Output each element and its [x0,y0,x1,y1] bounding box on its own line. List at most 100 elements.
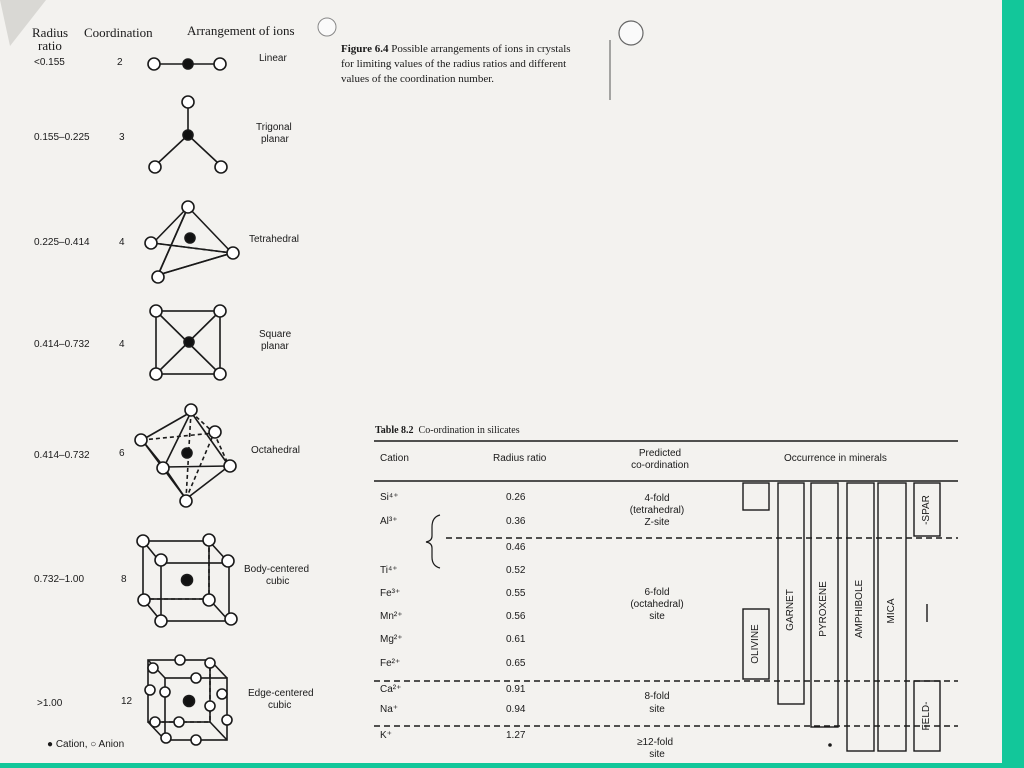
site-6fold-2: (octahedral) [630,599,684,610]
site-4fold-1: 4-fold [644,493,670,504]
site-12fold-1: ≥12-fold [636,737,674,748]
ratio-fe3: 0.55 [506,588,526,599]
ratio-ca: 0.91 [506,684,526,695]
ratio-row-4: 0.414–0.732 [34,339,90,350]
mineral-feld: FELD- [921,701,932,731]
ratio-mg: 0.61 [506,634,526,645]
square-planar-diagram [149,304,227,381]
site-6fold-3: site [649,611,665,622]
olivine-top-box [742,482,770,511]
shape-name-ecc-1: Edge-centered [248,688,314,699]
decor-lines [0,0,644,100]
header-occurrence: Occurrence in minerals [784,453,887,464]
page-corner-fold [0,0,46,46]
header-predicted-1: Predicted [638,448,682,459]
coord-row-3: 4 [119,237,125,248]
shape-name-trigonal-1: Trigonal [256,122,292,133]
ratio-row-7: >1.00 [37,698,63,709]
trigonal-planar-diagram [148,95,228,174]
mineral-spar: -SPAR [921,495,932,525]
cation-ca: Ca²⁺ [380,684,402,695]
shape-name-linear: Linear [259,53,287,64]
mineral-garnet: GARNET [785,589,796,631]
ratio-al: 0.36 [506,516,526,527]
cation-al: Al³⁺ [380,516,398,527]
site-6fold-1: 6-fold [644,587,670,598]
site-4fold-3: Z-site [644,517,670,528]
cation-fe3: Fe³⁺ [380,588,401,599]
shape-name-bcc-1: Body-centered [244,564,310,575]
header-arrangement: Arrangement of ions [187,23,295,38]
coord-row-1: 2 [117,57,123,68]
ratio-row-5: 0.414–0.732 [34,450,90,461]
site-8fold-2: site [649,704,665,715]
figure-caption-text-1: Possible arrangements of ions in crystal… [391,43,571,55]
feld-box [913,680,941,752]
mineral-amphibole: AMPHIBOLE [854,579,865,639]
shape-name-bcc-2: cubic [266,576,290,587]
punch-hole-icon [618,20,644,46]
cation-fe2: Fe²⁺ [380,658,401,669]
shape-name-square-1: Square [259,329,292,340]
cation-ti: Ti⁴⁺ [380,565,398,576]
table-title-text: Co-ordination in silicates [418,425,520,436]
site-4fold-2: (tetrahedral) [629,505,685,516]
cation-k: K⁺ [380,730,392,741]
garnet-box [777,482,805,705]
punch-hole-icon-2 [317,17,337,37]
body-centered-cubic-diagram [136,533,238,628]
ratio-ti: 0.52 [506,565,526,576]
spar-box [913,482,941,537]
table-title-label: Table 8.2 [375,425,414,436]
figure-caption-line-2: for limiting values of the radius ratios… [341,58,567,70]
coord-row-7: 12 [121,696,133,707]
shape-name-tetrahedral: Tetrahedral [249,234,300,245]
edge-centered-cubic-diagram [144,654,233,746]
tetrahedral-diagram [144,200,240,284]
table-title: Table 8.2 Co-ordination in silicates [375,426,520,436]
site-12fold-2: site [649,749,665,760]
ratio-row-2: 0.155–0.225 [34,132,90,143]
scanned-page [0,0,1002,763]
shape-name-trigonal-2: planar [261,134,289,145]
linear-diagram [147,57,227,71]
cation-mg: Mg²⁺ [380,634,403,645]
ratio-row-6: 0.732–1.00 [34,574,85,585]
mineral-olivine: OLIVINE [750,624,761,664]
cation-si: Si⁴⁺ [380,492,399,503]
cation-mn: Mn²⁺ [380,611,403,622]
mica-box [877,482,907,752]
figure-caption-line-3: values of the coordination number. [341,73,495,85]
header-predicted-2: co-ordination [631,460,689,471]
figure-caption-label: Figure 6.4 [341,43,389,55]
olivine-box [742,608,770,680]
coord-row-6: 8 [121,574,127,585]
header-radius: Radius [32,25,69,40]
mineral-pyroxene: PYROXENE [818,581,829,637]
pyroxene-box [810,482,839,728]
ratio-k: 1.27 [506,730,526,741]
table-rules [374,440,958,752]
coord-row-5: 6 [119,448,125,459]
cation-na: Na⁺ [380,704,399,715]
ratio-al-octa: 0.46 [506,542,526,553]
page-border-right [1002,0,1024,768]
header-cation: Cation [380,453,409,464]
mineral-mica: MICA [886,598,897,624]
figure-caption-line-1: Figure 6.4 Possible arrangements of ions… [341,44,571,55]
shape-name-octahedral: Octahedral [251,445,300,456]
ratio-na: 0.94 [506,704,526,715]
ratio-row-3: 0.225–0.414 [34,237,90,248]
shape-name-square-2: planar [261,341,289,352]
amphibole-box [846,482,875,752]
ratio-mn: 0.56 [506,611,526,622]
coord-row-2: 3 [119,132,125,143]
ratio-row-1: <0.155 [34,57,65,68]
shape-name-ecc-2: cubic [268,700,292,711]
page-border-bottom [0,763,1024,768]
header-radius-ratio: Radius ratio [493,453,547,464]
octahedral-diagram [134,403,237,508]
figure-legend: ● Cation, ○ Anion [47,739,125,750]
ratio-fe2: 0.65 [506,658,526,669]
